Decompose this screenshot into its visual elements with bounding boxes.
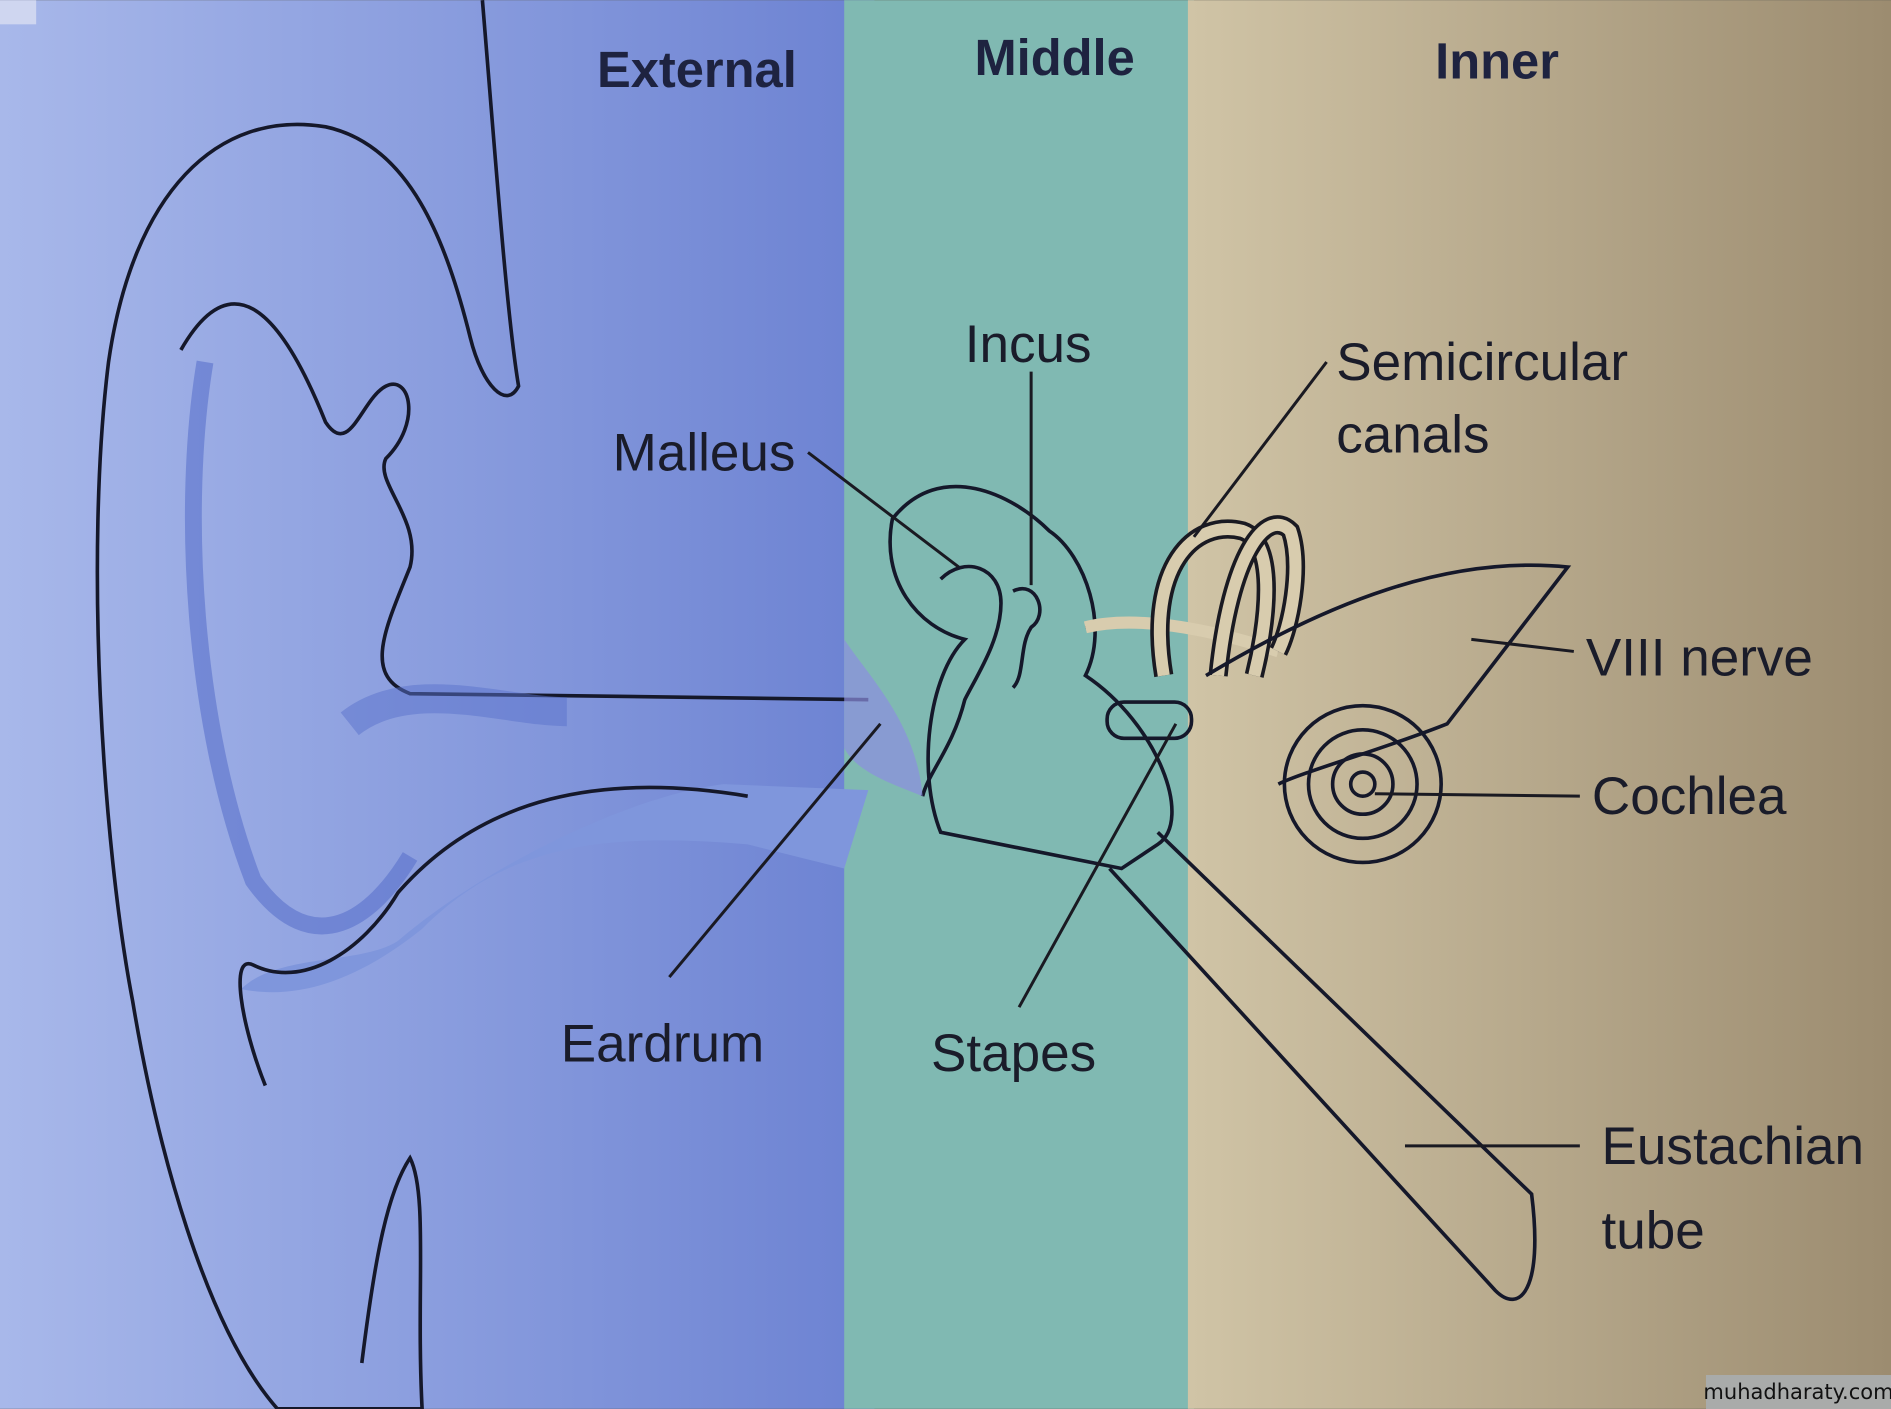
label-eustachian-1: Eustachian <box>1602 1117 1864 1176</box>
viii-nerve <box>1205 563 1572 786</box>
label-semicircular-2: canals <box>1336 405 1489 464</box>
header-middle: Middle <box>974 29 1134 86</box>
label-stapes: Stapes <box>931 1024 1096 1083</box>
label-semicircular-1: Semicircular <box>1336 333 1628 392</box>
header-external: External <box>597 41 797 98</box>
label-eustachian-2: tube <box>1602 1201 1705 1260</box>
eardrum-membrane <box>844 639 923 797</box>
middle-ear-structures <box>844 484 1537 1302</box>
label-cochlea: Cochlea <box>1592 767 1787 826</box>
label-malleus: Malleus <box>613 424 796 483</box>
header-inner: Inner <box>1435 33 1559 90</box>
pinna <box>95 0 869 1409</box>
malleus-bone <box>920 564 1003 797</box>
stapes-bone <box>1105 700 1194 741</box>
incus-bone <box>1011 587 1042 689</box>
pointer-lines <box>668 361 1580 1148</box>
label-viii-nerve: VIII nerve <box>1586 629 1813 688</box>
label-incus: Incus <box>965 315 1092 374</box>
cochlea-spiral <box>1282 703 1443 865</box>
tympanic-cavity <box>888 484 1174 871</box>
inner-ear-structures <box>1083 515 1572 865</box>
watermark: muhadharaty.com <box>1703 1375 1891 1409</box>
label-eardrum: Eardrum <box>561 1014 764 1073</box>
middle-ear-panel <box>844 0 1194 1409</box>
inner-ear-panel <box>1187 0 1891 1409</box>
eustachian-tube <box>1108 831 1537 1302</box>
